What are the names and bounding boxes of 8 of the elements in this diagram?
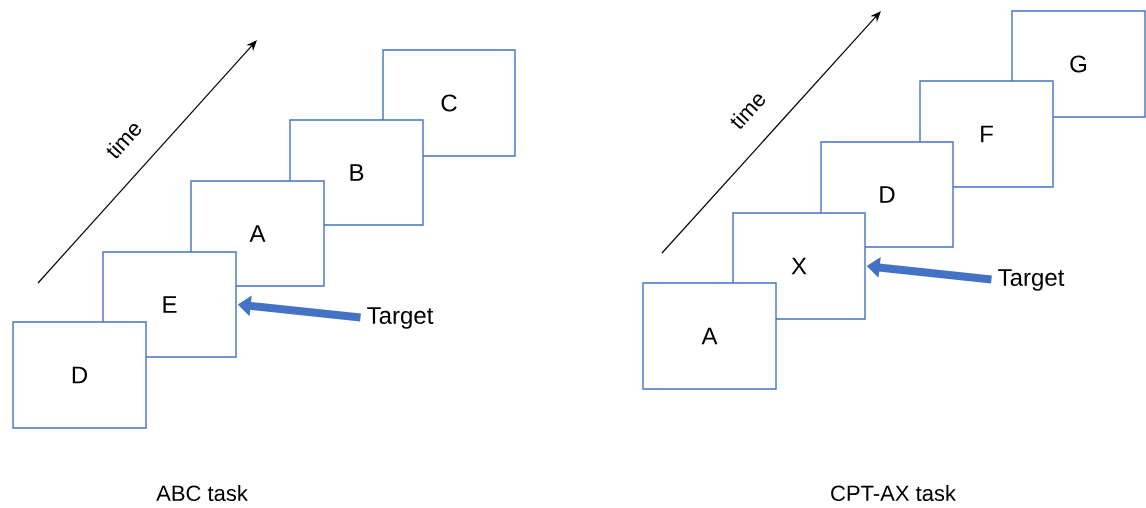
target-label: Target bbox=[367, 307, 434, 329]
axis-label: time bbox=[730, 94, 765, 129]
target-label: Target bbox=[998, 269, 1065, 291]
axis-label: time bbox=[106, 124, 141, 159]
stimulus-box: A bbox=[642, 282, 777, 390]
panel-title: ABC task bbox=[156, 484, 248, 502]
stimulus-box: D bbox=[12, 321, 147, 429]
panel-title: CPT-AX task bbox=[831, 484, 956, 502]
